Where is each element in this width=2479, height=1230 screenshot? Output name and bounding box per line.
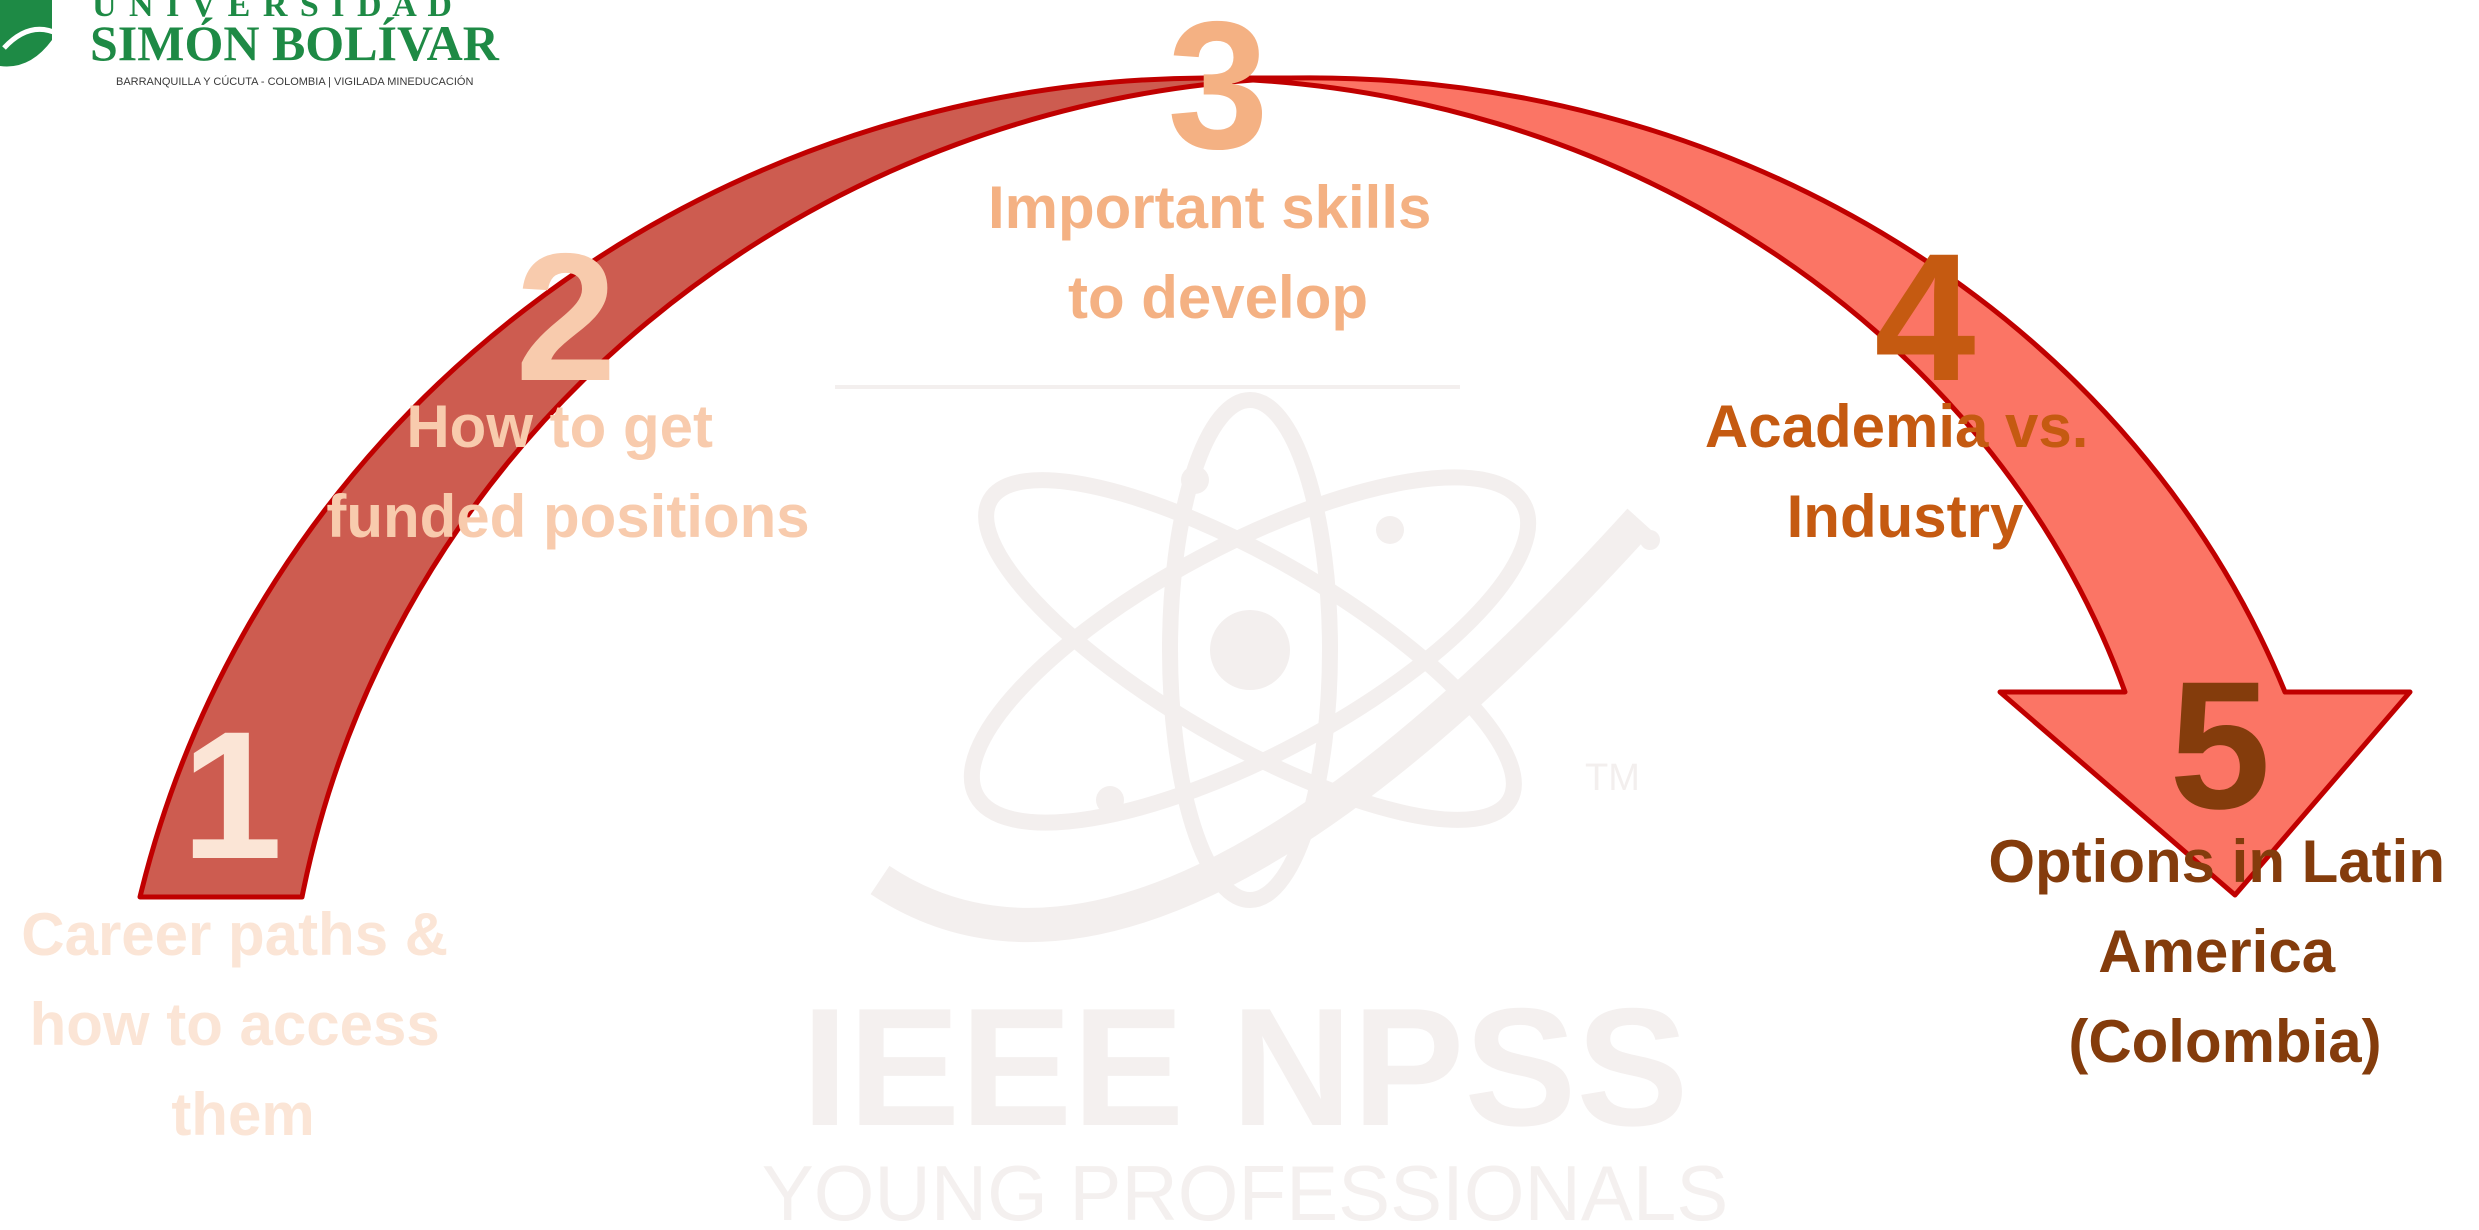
step-2-label: How to get funded positions xyxy=(326,393,809,550)
watermark: TM IEEE NPSS YOUNG PROFESSIONALS xyxy=(762,385,1729,1230)
step-2: 2 How to get funded positions xyxy=(326,215,809,550)
step-5-label: Options in Latin America (Colombia) xyxy=(1988,828,2461,1075)
step-5-label-line-1: Options in Latin xyxy=(1988,828,2445,895)
step-1-number: 1 xyxy=(181,693,282,897)
watermark-subtitle: YOUNG PROFESSIONALS xyxy=(762,1149,1729,1230)
logo-line-1: U N I V E R S I D A D xyxy=(92,0,454,24)
step-2-label-line-2: funded positions xyxy=(326,483,809,550)
atom-icon xyxy=(870,392,1660,942)
step-1-label-line-1: Career paths & xyxy=(21,901,448,968)
step-4-label-line-2: Industry xyxy=(1787,483,2024,550)
step-3-label: Important skills to develop xyxy=(988,174,1448,331)
step-5-label-line-2: America xyxy=(2098,918,2335,985)
step-3-label-line-1: Important skills xyxy=(988,174,1431,241)
step-1: 1 Career paths & how to access them xyxy=(21,693,465,1148)
step-3: 3 Important skills to develop xyxy=(988,0,1448,331)
step-3-number: 3 xyxy=(1167,0,1268,187)
step-4-label-line-1: Academia vs. xyxy=(1705,393,2089,460)
step-1-label-line-3: them xyxy=(171,1081,314,1148)
logo-signature-icon xyxy=(2,26,98,50)
logo-line-3: BARRANQUILLA Y CÚCUTA - COLOMBIA | VIGIL… xyxy=(116,75,473,88)
step-2-number: 2 xyxy=(515,215,616,419)
arrow-right-half xyxy=(1202,75,2413,898)
step-2-label-line-1: How to get xyxy=(406,393,713,460)
step-3-label-line-2: to develop xyxy=(1068,264,1368,331)
step-1-label-line-2: how to access xyxy=(30,991,440,1058)
step-4: 4 Academia vs. Industry xyxy=(1705,215,2105,550)
step-5: 5 Options in Latin America (Colombia) xyxy=(1988,643,2461,1075)
curved-arrow xyxy=(137,75,2413,900)
step-4-number: 4 xyxy=(1874,215,1975,419)
logo-line-2: SIMÓN BOLÍVAR xyxy=(90,15,500,71)
watermark-title: IEEE NPSS xyxy=(801,973,1688,1161)
step-1-label: Career paths & how to access them xyxy=(21,901,465,1148)
watermark-trademark: TM xyxy=(1585,757,1640,799)
step-4-label: Academia vs. Industry xyxy=(1705,393,2105,550)
step-5-label-line-3: (Colombia) xyxy=(2068,1008,2381,1075)
university-logo: U N I V E R S I D A D SIMÓN BOLÍVAR BARR… xyxy=(0,0,500,88)
step-5-number: 5 xyxy=(2169,643,2270,847)
